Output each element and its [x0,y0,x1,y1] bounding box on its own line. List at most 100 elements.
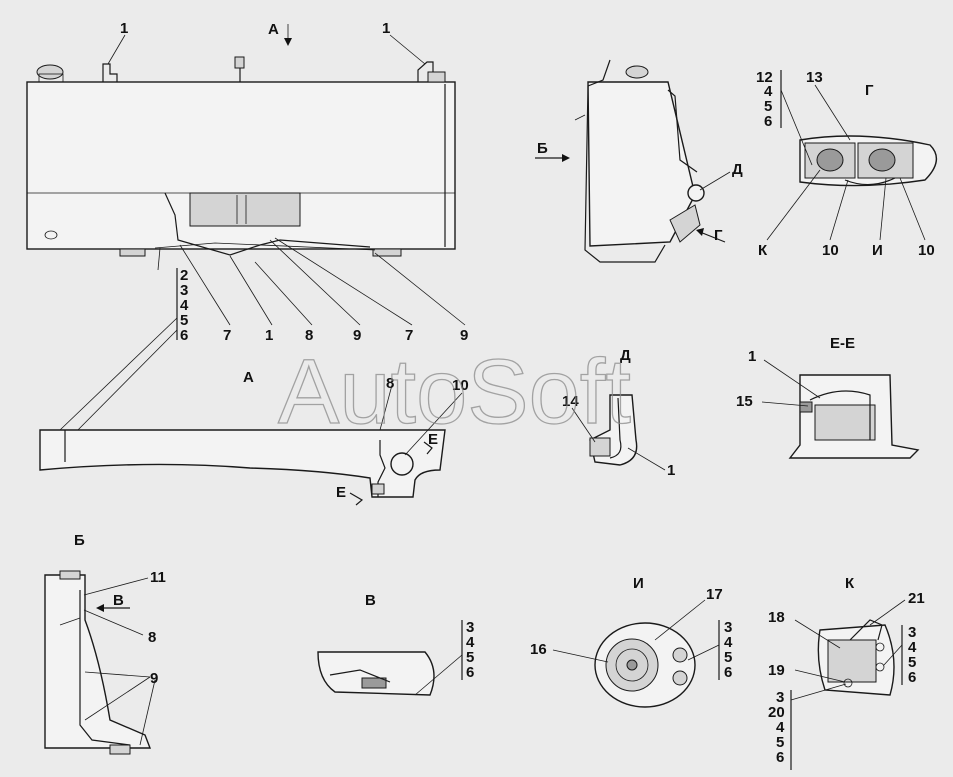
svg-text:4: 4 [724,634,733,651]
filler-cap-left [36,64,64,80]
view-a: А 8 10 Е Е [39,369,469,506]
filler-cap-side [625,65,649,79]
view-g-title: Г [865,82,874,99]
view-k-ref: К [758,242,768,259]
view-v-outline [317,651,435,696]
connector-block [814,404,876,441]
view-a-label: А [268,21,279,38]
svg-text:6: 6 [764,113,772,130]
svg-text:5: 5 [466,649,474,666]
svg-text:20: 20 [768,704,785,721]
svg-text:6: 6 [776,749,784,766]
callout-1-left: 1 [120,20,128,37]
section-arrow-e-bottom [349,492,364,506]
callout-11: 11 [150,569,166,586]
svg-text:3: 3 [776,689,784,706]
wire-branch [157,247,161,271]
svg-text:4: 4 [466,634,475,651]
detail-d-label: Д [732,161,743,178]
svg-text:12: 12 [756,69,773,86]
callout-7-right: 7 [405,327,413,344]
svg-text:4: 4 [908,639,917,656]
callout-18: 18 [768,609,785,626]
svg-text:5: 5 [724,649,732,666]
view-i-title: И [633,575,644,592]
drain-plug [44,230,58,240]
watermark-text: AutoSoft [278,341,631,443]
sender-unit-top [234,56,245,69]
svg-text:4: 4 [776,719,785,736]
view-k-title: К [845,575,855,592]
callout-10-a: 10 [452,377,469,394]
callout-19: 19 [768,662,785,679]
view-v: В 3 4 5 6 [317,592,475,696]
svg-text:6: 6 [908,669,916,686]
view-v-stack-labels: 3 4 5 6 [466,619,475,681]
view-g-arrow-label: Г [714,227,723,244]
view-b-outline [44,574,152,749]
section-label-e-bottom: Е [336,484,346,501]
callout-8-a: 8 [386,375,394,392]
clip-left [102,63,118,82]
filler-neck-left [38,73,64,83]
svg-text:3: 3 [180,282,188,299]
view-v-title: В [365,592,376,609]
wire-harness-main [164,192,371,256]
view-i: И 17 16 3 4 5 6 [530,575,733,708]
svg-text:4: 4 [180,297,189,314]
section-e-e: Е-Е 1 15 [736,335,920,459]
detail-d-title: Д [620,347,631,364]
callout-9-left: 9 [353,327,361,344]
svg-text:5: 5 [764,98,772,115]
view-k-stack-b-labels: 3 20 4 5 6 [768,689,785,766]
callout-7-left: 7 [223,327,231,344]
view-b-title: Б [74,532,85,549]
fitting-d [687,184,705,202]
clip-right [417,61,434,82]
foot-left [119,248,146,257]
svg-text:3: 3 [908,624,916,641]
sensor-round [390,452,414,476]
view-b-arrow-label: Б [537,140,548,157]
section-e-e-title: Е-Е [830,335,855,352]
vent-pipe [667,89,698,173]
foot-right [372,248,402,257]
side-view: Б Д Г [535,59,743,263]
connector-14 [589,437,611,457]
tank-bottom-outline [39,429,446,498]
view-i-stack-labels: 3 4 5 6 [724,619,733,681]
svg-text:6: 6 [180,327,188,344]
callout-1-d: 1 [667,462,675,479]
view-arrow-g [699,231,726,243]
pump-housing [189,192,301,227]
callout-21: 21 [908,590,925,607]
callout-8: 8 [305,327,313,344]
svg-text:5: 5 [908,654,916,671]
view-i-ref: И [872,242,883,259]
callout-10-g-left: 10 [822,242,839,259]
main-view: 1 1 А 7 1 8 9 7 9 2 3 4 5 6 [26,20,468,441]
svg-text:4: 4 [764,83,773,100]
view-a-title: А [243,369,254,386]
svg-text:6: 6 [466,664,474,681]
view-b: Б 11 В 8 9 [44,532,166,755]
bracket-g [669,204,701,243]
callout-10-g-right: 10 [918,242,935,259]
view-k-stack-a-labels: 3 4 5 6 [908,624,917,686]
svg-text:6: 6 [724,664,732,681]
svg-text:3: 3 [724,619,732,636]
fitting-right [427,71,446,83]
view-g-stack-labels: 12 4 5 6 [756,69,773,130]
callout-15: 15 [736,393,753,410]
view-v-arrow-label: В [113,592,124,609]
callout-16: 16 [530,641,547,658]
section-label-e-right: Е [428,431,438,448]
connector-left [816,148,844,172]
callout-9-right: 9 [460,327,468,344]
wire-run-side [584,59,666,263]
section-arrow-e-right [423,441,433,455]
callout-1-bottom: 1 [265,327,273,344]
connector-right [868,148,896,172]
svg-text:2: 2 [180,267,188,284]
